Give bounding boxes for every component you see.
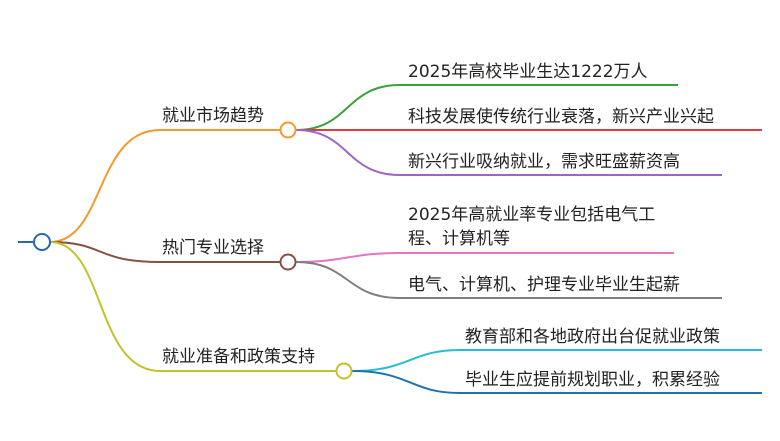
leaf-label-1-3[interactable]: 新兴行业吸纳就业，需求旺盛薪资高 <box>408 152 680 172</box>
leaf-label-2-1[interactable]: 2025年高就业率专业包括电气工程、计算机等 <box>408 205 656 249</box>
branch-label-2[interactable]: 热门专业选择 <box>162 238 264 258</box>
leaf-label-3-1[interactable]: 教育部和各地政府出台促就业政策 <box>465 327 720 347</box>
branch-node-1[interactable] <box>279 121 297 139</box>
connector-leaf-3-1 <box>351 349 762 372</box>
leaf-label-3-2[interactable]: 毕业生应提前规划职业，积累经验 <box>465 370 720 390</box>
branch-node-2[interactable] <box>279 253 297 271</box>
connector-leaf-1-3 <box>295 129 722 176</box>
connector-leaf-3-2 <box>351 370 762 394</box>
leaf-label-1-2[interactable]: 科技发展使传统行业衰落，新兴产业兴起 <box>408 107 714 127</box>
connector-leaf-1-1 <box>295 84 678 131</box>
connector-branch-3 <box>49 241 344 372</box>
branch-label-3[interactable]: 就业准备和政策支持 <box>162 347 315 367</box>
leaf-label-1-1[interactable]: 2025年高校毕业生达1222万人 <box>408 62 648 82</box>
root-node[interactable] <box>33 233 51 251</box>
connector-leaf-2-2 <box>295 261 722 299</box>
branch-label-1[interactable]: 就业市场趋势 <box>162 106 264 126</box>
connector-leaf-2-1 <box>295 252 674 263</box>
leaf-label-2-2[interactable]: 电气、计算机、护理专业毕业生起薪 <box>408 275 680 295</box>
branch-node-3[interactable] <box>335 362 353 380</box>
connector-branch-2 <box>49 241 288 263</box>
connector-branch-1 <box>49 129 288 243</box>
